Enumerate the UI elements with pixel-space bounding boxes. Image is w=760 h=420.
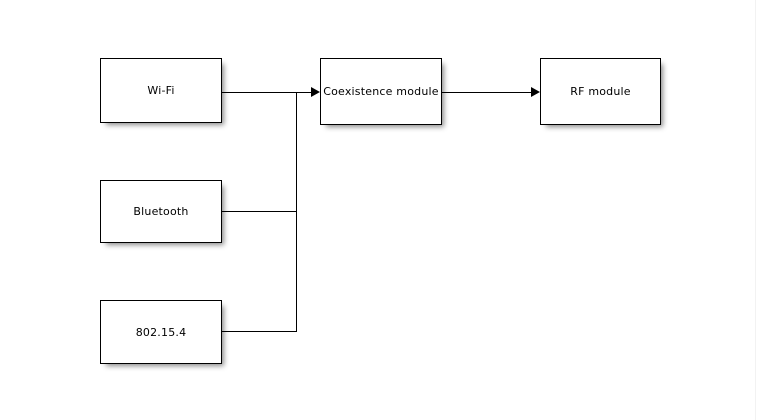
node-802-15-4[interactable]: 802.15.4 <box>100 300 222 364</box>
node-802-15-4-label: 802.15.4 <box>135 325 187 339</box>
edge-bluetooth-to-bus <box>222 211 297 212</box>
edge-802-15-4-to-bus <box>222 331 297 332</box>
node-bluetooth-label: Bluetooth <box>133 205 189 218</box>
node-coexistence-module-label: Coexistence module <box>323 85 439 98</box>
node-rf-module[interactable]: RF module <box>540 58 661 125</box>
edge-wifi-to-coexistence <box>222 92 311 93</box>
node-rf-module-label: RF module <box>570 85 631 98</box>
arrow-head-into-coexistence <box>311 87 320 97</box>
page-rule <box>755 0 756 420</box>
node-wifi[interactable]: Wi-Fi <box>100 58 222 123</box>
arrow-head-into-rf <box>531 87 540 97</box>
node-coexistence-module[interactable]: Coexistence module <box>320 58 442 125</box>
node-bluetooth[interactable]: Bluetooth <box>100 180 222 243</box>
node-wifi-label: Wi-Fi <box>147 84 175 97</box>
edge-coexistence-to-rf <box>442 92 531 93</box>
